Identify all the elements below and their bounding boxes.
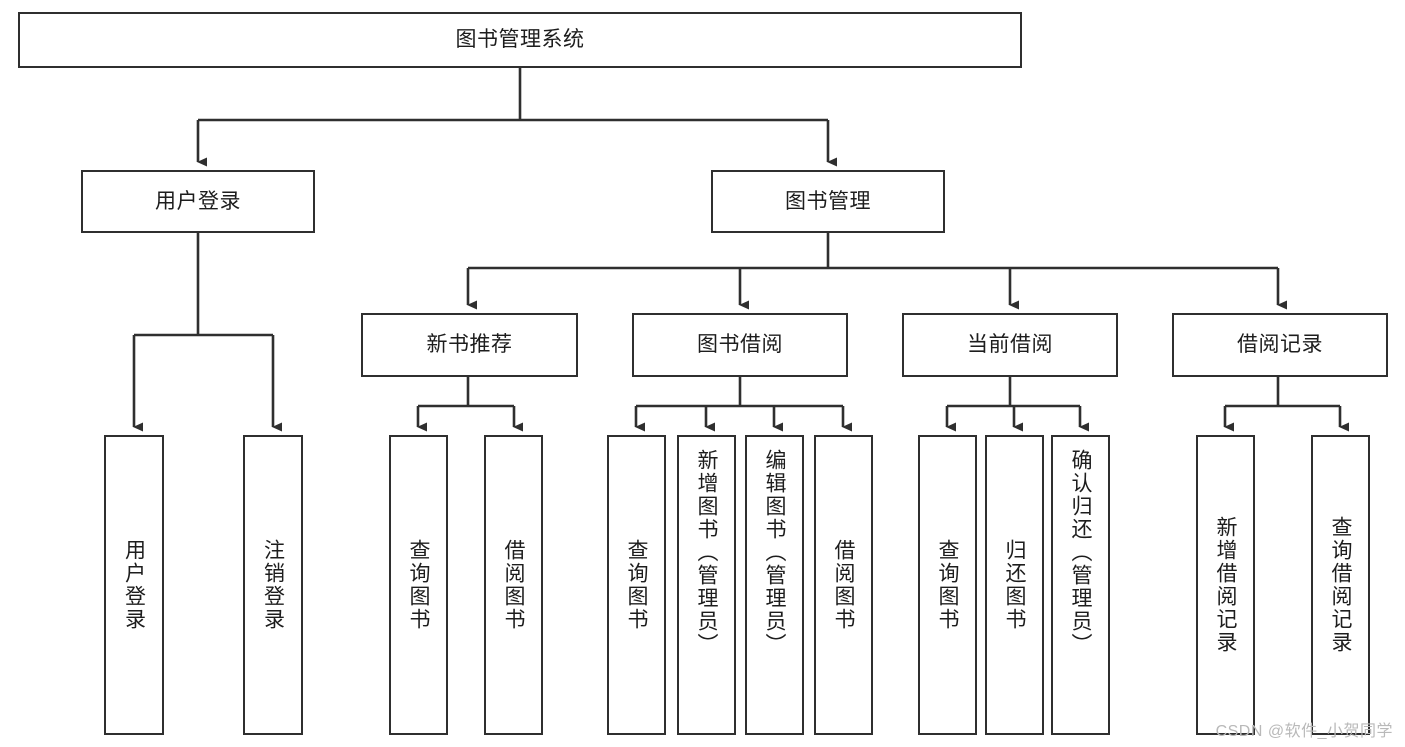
node-borrow-record[interactable]: 借阅记录 (1172, 313, 1388, 377)
node-book-borrow-label: 图书借阅 (697, 333, 783, 357)
node-leaf-user-login-label: 用户登录 (122, 539, 146, 631)
node-leaf-query-book-borrow[interactable]: 查询图书 (607, 435, 666, 735)
node-leaf-query-book-current-label: 查询图书 (936, 539, 959, 631)
csdn-watermark: CSDN @软件_小贺同学 (1215, 723, 1393, 740)
node-leaf-return-book[interactable]: 归还图书 (985, 435, 1044, 735)
node-leaf-add-book-admin[interactable]: 新增图书（管理员） (677, 435, 736, 735)
node-book-management[interactable]: 图书管理 (711, 170, 945, 233)
node-user-login[interactable]: 用户登录 (81, 170, 315, 233)
node-leaf-logout-login-label: 注销登录 (261, 539, 285, 631)
node-leaf-query-borrow-record[interactable]: 查询借阅记录 (1311, 435, 1370, 735)
node-leaf-query-book-recommend-label: 查询图书 (407, 539, 430, 631)
node-leaf-query-book-recommend[interactable]: 查询图书 (389, 435, 448, 735)
node-leaf-confirm-return-admin[interactable]: 确认归还（管理员） (1051, 435, 1110, 735)
node-leaf-add-borrow-record-label: 新增借阅记录 (1214, 516, 1237, 654)
node-book-borrow[interactable]: 图书借阅 (632, 313, 848, 377)
node-leaf-borrow-book-label: 借阅图书 (832, 539, 855, 631)
node-leaf-add-borrow-record[interactable]: 新增借阅记录 (1196, 435, 1255, 735)
node-leaf-logout-login[interactable]: 注销登录 (243, 435, 303, 735)
node-new-book-recommend-label: 新书推荐 (426, 333, 513, 357)
node-leaf-borrow-book-recommend[interactable]: 借阅图书 (484, 435, 543, 735)
node-leaf-borrow-book-recommend-label: 借阅图书 (502, 539, 525, 631)
node-leaf-return-book-label: 归还图书 (1003, 539, 1026, 631)
node-current-borrow[interactable]: 当前借阅 (902, 313, 1118, 377)
node-leaf-query-book-current[interactable]: 查询图书 (918, 435, 977, 735)
node-leaf-user-login[interactable]: 用户登录 (104, 435, 164, 735)
node-leaf-query-book-borrow-label: 查询图书 (625, 539, 648, 631)
node-borrow-record-label: 借阅记录 (1237, 333, 1323, 357)
node-root-label: 图书管理系统 (455, 28, 585, 52)
node-root[interactable]: 图书管理系统 (18, 12, 1022, 68)
node-user-login-label: 用户登录 (155, 189, 241, 213)
node-leaf-query-borrow-record-label: 查询借阅记录 (1329, 516, 1352, 654)
node-leaf-edit-book-admin[interactable]: 编辑图书（管理员） (745, 435, 804, 735)
node-leaf-borrow-book[interactable]: 借阅图书 (814, 435, 873, 735)
node-new-book-recommend[interactable]: 新书推荐 (361, 313, 578, 377)
node-current-borrow-label: 当前借阅 (967, 333, 1053, 357)
node-leaf-confirm-return-admin-label: 确认归还（管理员） (1069, 449, 1092, 656)
node-leaf-add-book-admin-label: 新增图书（管理员） (695, 449, 718, 656)
node-leaf-edit-book-admin-label: 编辑图书（管理员） (763, 449, 786, 656)
node-book-management-label: 图书管理 (785, 189, 871, 213)
